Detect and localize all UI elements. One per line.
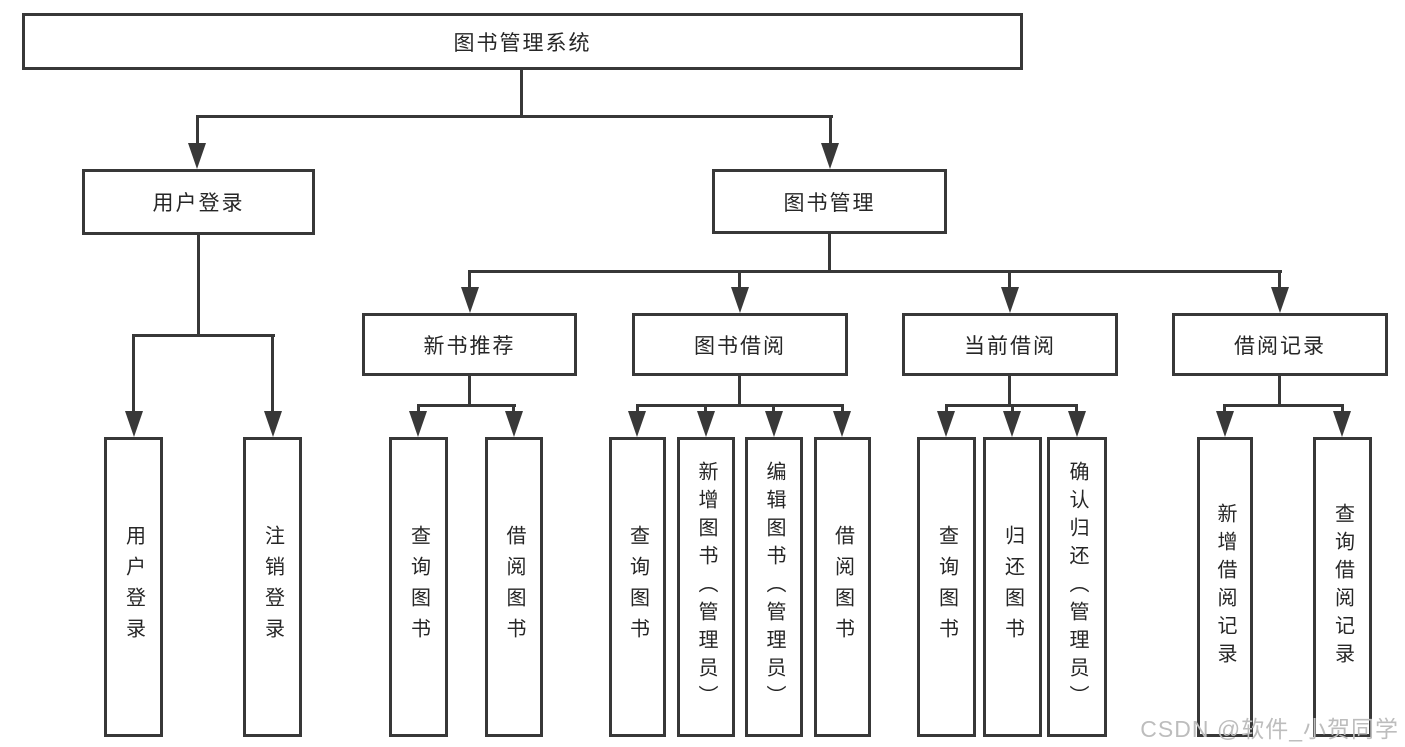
edge-borrow-vline bbox=[738, 376, 741, 407]
node-leaf-user-login: 用户登录 bbox=[104, 437, 163, 737]
edge-current-stem-2 bbox=[1011, 404, 1014, 414]
edge-bookmgmt-stem-4 bbox=[1278, 270, 1281, 292]
node-label: 查询图书 bbox=[935, 525, 958, 649]
node-label: 当前借阅 bbox=[964, 334, 1056, 358]
edge-bookmgmt-stem-1 bbox=[468, 270, 471, 292]
node-label: 归还图书 bbox=[1001, 525, 1024, 649]
node-label: 查询图书 bbox=[626, 525, 649, 649]
arrowhead-icon bbox=[264, 411, 282, 437]
edge-userlogin-stem-1 bbox=[132, 334, 135, 414]
edge-newbook-stem-2 bbox=[512, 404, 515, 414]
edge-record-stem-1 bbox=[1223, 404, 1226, 414]
node-leaf-add-book-admin: 新增图书（管理员） bbox=[677, 437, 735, 737]
edge-userlogin-stem-2 bbox=[271, 334, 274, 414]
csdn-watermark: CSDN @软件_小贺同学 bbox=[1140, 716, 1399, 742]
edge-borrow-stem-4 bbox=[841, 404, 844, 414]
node-label: 新书推荐 bbox=[423, 334, 516, 358]
arrowhead-icon bbox=[505, 411, 523, 437]
node-leaf-borrow-books-2: 借阅图书 bbox=[814, 437, 871, 737]
node-label: 查询借阅记录 bbox=[1331, 503, 1354, 671]
node-label: 确认归还（管理员） bbox=[1066, 461, 1088, 713]
node-leaf-query-books-2: 查询图书 bbox=[609, 437, 666, 737]
edge-borrow-stem-3 bbox=[772, 404, 775, 414]
edge-root-vline bbox=[520, 70, 523, 117]
edge-current-stem-3 bbox=[1075, 404, 1078, 414]
arrowhead-icon bbox=[409, 411, 427, 437]
arrowhead-icon bbox=[125, 411, 143, 437]
arrowhead-icon bbox=[1068, 411, 1086, 437]
edge-record-vline bbox=[1278, 376, 1281, 407]
arrowhead-icon bbox=[937, 411, 955, 437]
node-new-book-recommend: 新书推荐 bbox=[362, 313, 577, 376]
node-label: 用户登录 bbox=[122, 525, 145, 649]
edge-root-stem-left bbox=[196, 115, 199, 148]
node-leaf-query-books-3: 查询图书 bbox=[917, 437, 976, 737]
edge-userlogin-vline bbox=[197, 235, 200, 337]
edge-newbook-hline bbox=[417, 404, 516, 407]
edge-borrow-stem-1 bbox=[636, 404, 639, 414]
node-label: 借阅记录 bbox=[1234, 334, 1326, 358]
node-leaf-confirm-return-admin: 确认归还（管理员） bbox=[1047, 437, 1107, 737]
node-label: 图书借阅 bbox=[694, 334, 786, 358]
node-leaf-query-borrow-record: 查询借阅记录 bbox=[1313, 437, 1372, 737]
arrowhead-icon bbox=[1216, 411, 1234, 437]
node-label: 借阅图书 bbox=[503, 525, 525, 649]
edge-record-hline bbox=[1223, 404, 1344, 407]
node-borrowing-records: 借阅记录 bbox=[1172, 313, 1388, 376]
arrowhead-icon bbox=[461, 287, 479, 313]
node-label: 借阅图书 bbox=[831, 525, 854, 649]
arrowhead-icon bbox=[1001, 287, 1019, 313]
node-leaf-borrow-books-1: 借阅图书 bbox=[485, 437, 543, 737]
edge-current-vline bbox=[1008, 376, 1011, 407]
edge-bookmgmt-stem-2 bbox=[738, 270, 741, 292]
node-user-login-branch: 用户登录 bbox=[82, 169, 315, 235]
edge-bookmgmt-hline bbox=[468, 270, 1282, 273]
edge-newbook-stem-1 bbox=[417, 404, 420, 414]
node-leaf-edit-book-admin: 编辑图书（管理员） bbox=[745, 437, 803, 737]
node-leaf-query-books-1: 查询图书 bbox=[389, 437, 448, 737]
arrowhead-icon bbox=[697, 411, 715, 437]
edge-borrow-hline bbox=[636, 404, 844, 407]
arrowhead-icon bbox=[731, 287, 749, 313]
edge-bookmgmt-vline bbox=[828, 233, 831, 273]
node-current-borrowing: 当前借阅 bbox=[902, 313, 1118, 376]
edge-borrow-stem-2 bbox=[704, 404, 707, 414]
arrowhead-icon bbox=[628, 411, 646, 437]
node-label: 新增借阅记录 bbox=[1214, 503, 1236, 671]
edge-newbook-vline bbox=[468, 376, 471, 407]
node-label: 注销登录 bbox=[261, 525, 284, 649]
edge-current-stem-1 bbox=[945, 404, 948, 414]
edge-root-hline bbox=[196, 115, 833, 118]
arrowhead-icon bbox=[765, 411, 783, 437]
node-leaf-add-borrow-record: 新增借阅记录 bbox=[1197, 437, 1253, 737]
node-label: 编辑图书（管理员） bbox=[763, 461, 785, 713]
node-label: 图书管理系统 bbox=[453, 31, 592, 55]
arrowhead-icon bbox=[1003, 411, 1021, 437]
arrowhead-icon bbox=[833, 411, 851, 437]
node-label: 图书管理 bbox=[783, 191, 876, 215]
node-book-management-branch: 图书管理 bbox=[712, 169, 947, 234]
arrowhead-icon bbox=[1333, 411, 1351, 437]
edge-record-stem-2 bbox=[1341, 404, 1344, 414]
arrowhead-icon bbox=[821, 143, 839, 169]
edge-userlogin-hline bbox=[132, 334, 275, 337]
edge-bookmgmt-stem-3 bbox=[1008, 270, 1011, 292]
edge-root-stem-right bbox=[829, 115, 832, 148]
node-root-library-system: 图书管理系统 bbox=[22, 13, 1023, 70]
node-leaf-return-book: 归还图书 bbox=[983, 437, 1042, 737]
node-label: 新增图书（管理员） bbox=[695, 461, 717, 713]
node-label: 用户登录 bbox=[152, 192, 245, 215]
node-leaf-logout: 注销登录 bbox=[243, 437, 302, 737]
arrowhead-icon bbox=[188, 143, 206, 169]
arrowhead-icon bbox=[1271, 287, 1289, 313]
node-book-borrowing: 图书借阅 bbox=[632, 313, 848, 376]
node-label: 查询图书 bbox=[407, 525, 430, 649]
